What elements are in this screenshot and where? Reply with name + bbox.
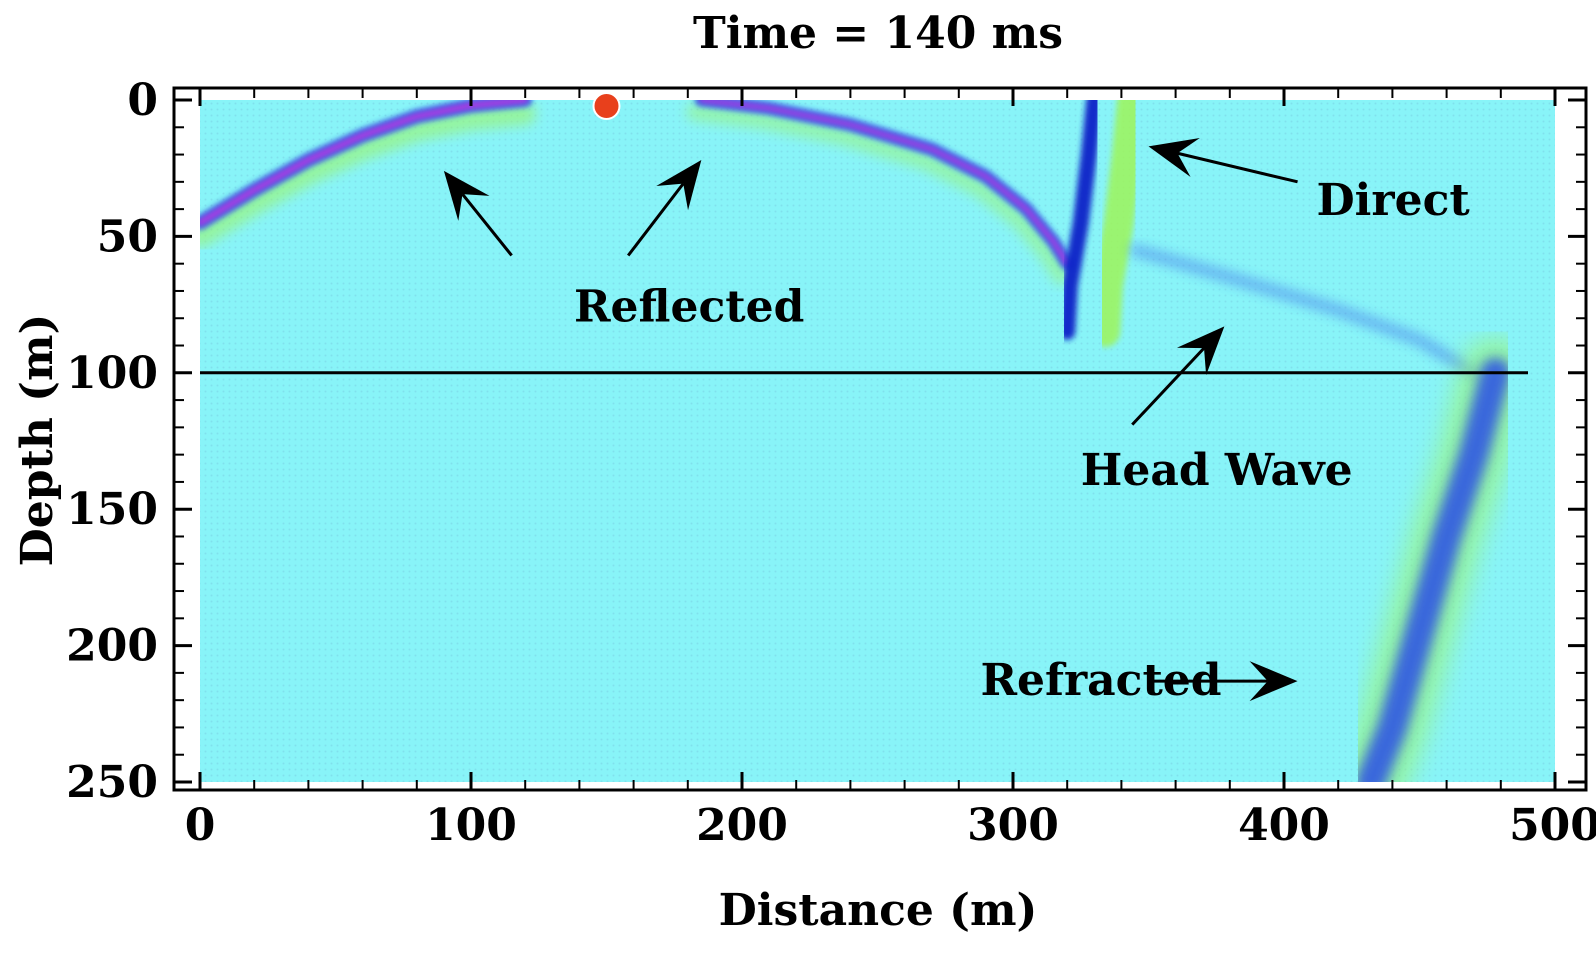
wavefront-head-wave [1129,245,1479,378]
y-tick-label: 50 [97,211,158,262]
plot-frame [172,86,1588,792]
annotation-arrow-reflected-1 [626,160,702,257]
y-tick-label: 150 [66,484,158,535]
wavefront-direct-layer-0 [1090,100,1148,347]
annotation-arrow-direct-0-head [1148,138,1200,177]
wavefront-reflected-right-layer-2 [698,100,1070,267]
plot-area [200,100,1555,782]
wavefront-reflected-right-layer-0 [686,103,1071,285]
annotation-head-wave: Head Wave [1081,445,1353,496]
chart-title: Time = 140 ms [693,8,1063,59]
x-tick-label: 100 [425,800,517,851]
annotation-arrow-refracted-0 [1148,661,1298,702]
wavefront-direct-layer-1 [1059,100,1103,340]
x-axis-label: Distance (m) [719,885,1038,936]
y-tick-label: 100 [66,348,158,399]
y-tick-label: 250 [66,757,158,808]
wavefront-refracted-layer-1 [1355,357,1511,782]
ticks: 0 100 200 300 400 500 0 50 100 150 200 250 [66,75,1596,851]
source-point [592,92,621,120]
annotation-direct: Direct [1317,175,1471,226]
wavefront-reflected-right [686,100,1074,285]
x-tick-label: 200 [696,800,788,851]
annotation-arrow-head-wave-0 [1131,326,1225,426]
wavefront-refracted [1335,337,1531,782]
x-tick-label: 300 [967,800,1059,851]
annotation-arrow-refracted-0-head [1249,661,1298,702]
annotation-arrow-direct-0-shaft [1177,151,1298,184]
x-tick-label: 500 [1509,800,1596,851]
y-tick-label: 200 [66,621,158,672]
annotation-arrow-reflected-1-shaft [626,182,685,257]
annotation-arrow-head-wave-0-head [1176,326,1225,376]
x-tick-label: 0 [185,800,216,851]
annotation-reflected: Reflected [574,281,804,332]
y-tick-label: 0 [127,75,158,126]
annotation-arrow-reflected-0-shaft [461,193,513,257]
annotation-arrow-head-wave-0-shaft [1131,347,1206,426]
wavefront-direct [1059,100,1148,347]
y-axis-label: Depth (m) [12,314,63,567]
annotation-arrow-direct-0 [1148,138,1298,184]
annotation-arrow-reflected-0 [443,170,513,257]
wavefront-head-wave-layer-0 [1129,245,1479,378]
wavefront-reflected-left-layer-0 [200,103,537,248]
x-tick-label: 400 [1238,800,1330,851]
annotation-arrow-reflected-0-head [443,170,490,221]
field-texture [200,100,1555,782]
annotation-arrow-reflected-1-head [656,160,702,211]
